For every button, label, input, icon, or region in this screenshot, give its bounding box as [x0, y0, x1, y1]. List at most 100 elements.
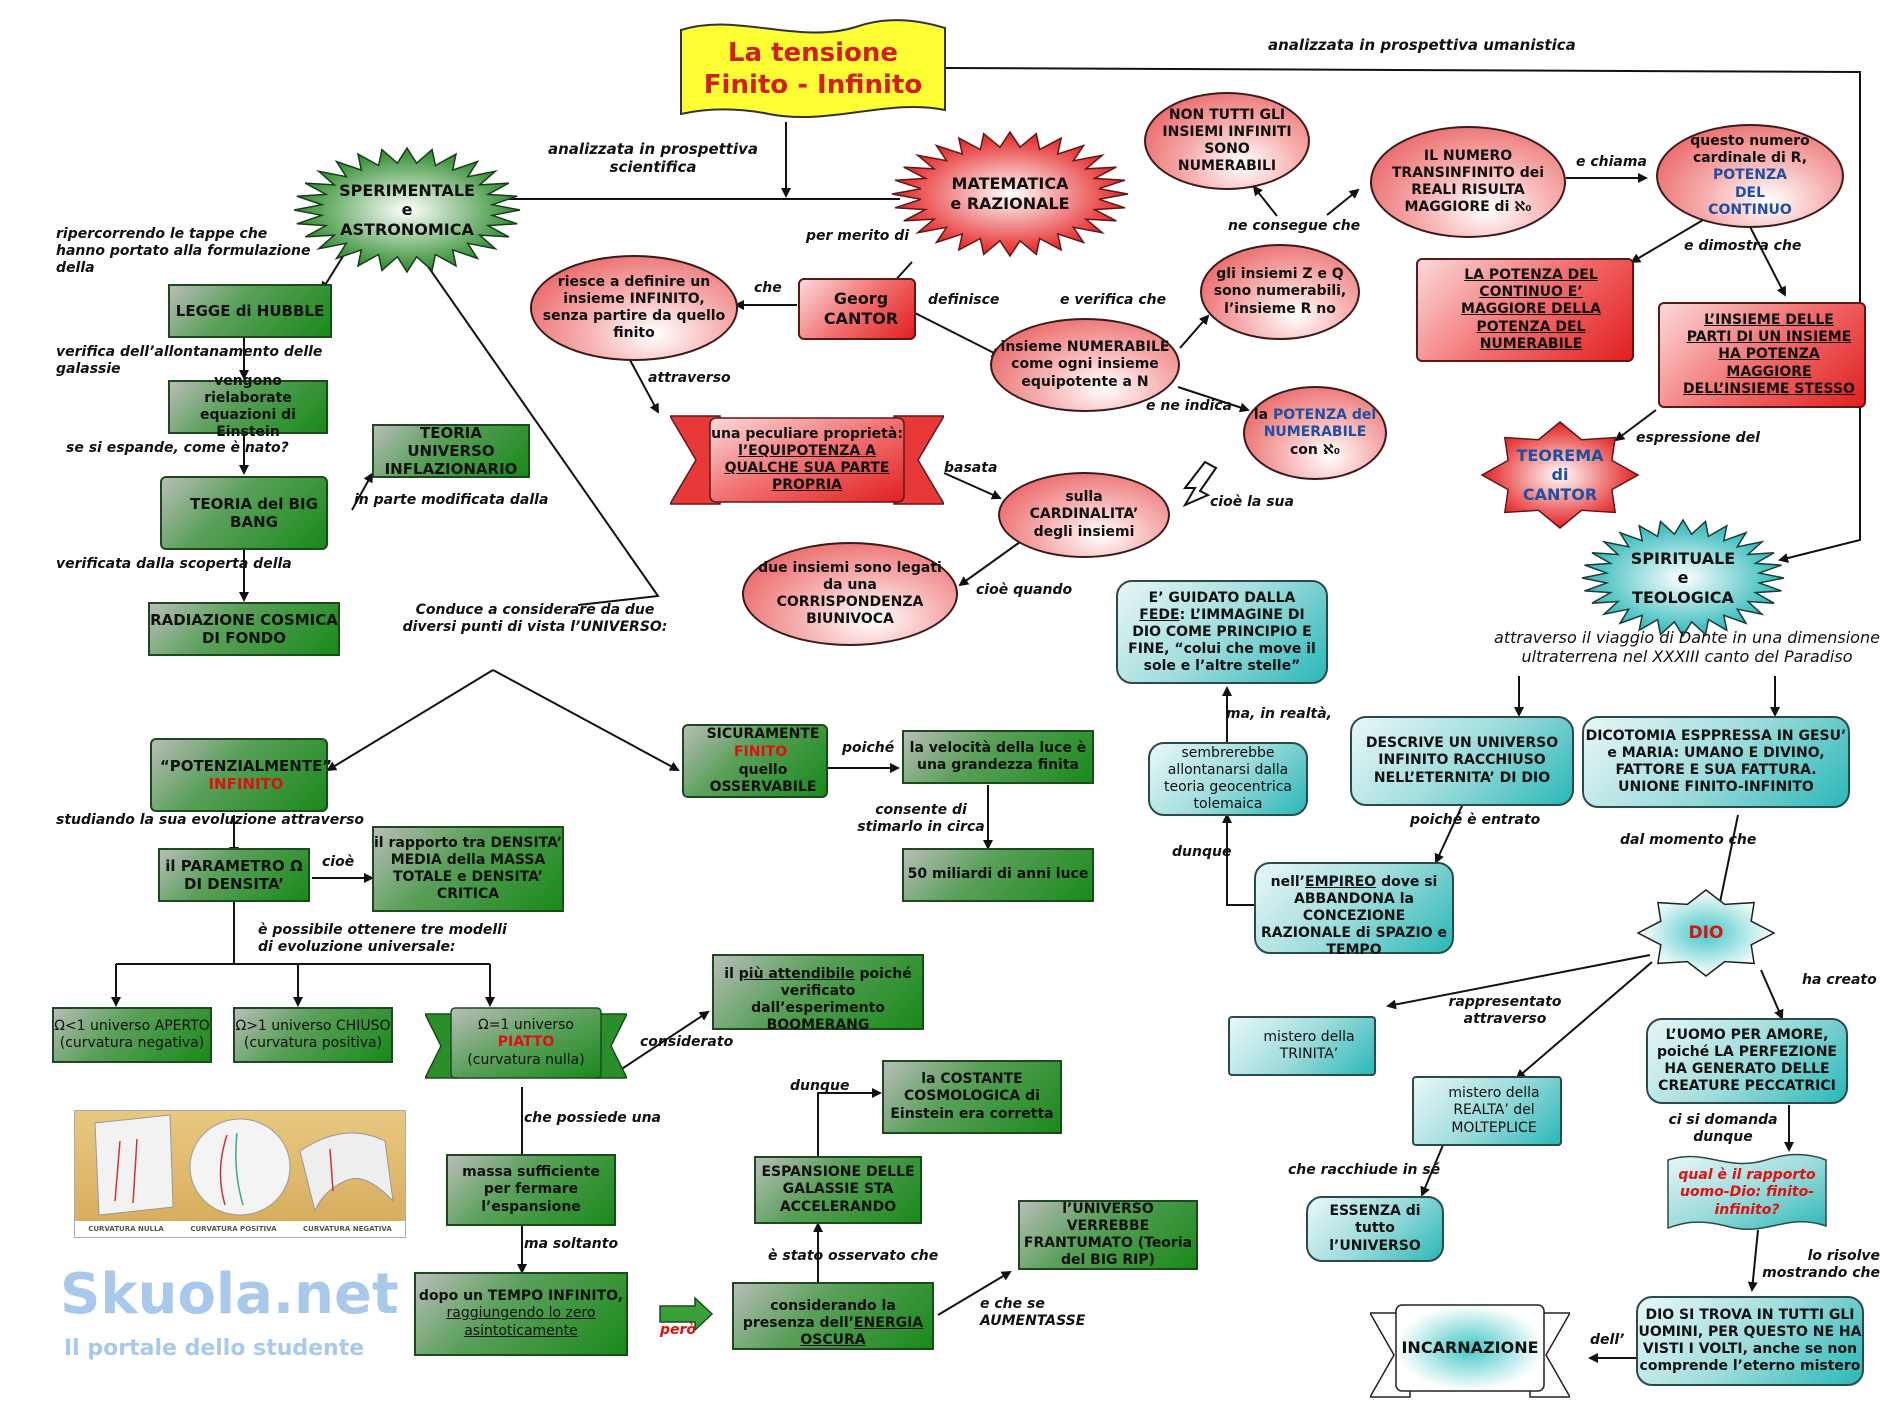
potenza-num-prefix: la POTENZA del NUMERABILE — [1245, 407, 1385, 441]
title-line-2: Finito - Infinito — [703, 70, 923, 100]
potenza-num-blue: POTENZA del NUMERABILE — [1263, 407, 1377, 441]
fede-underlined: FEDE — [1139, 607, 1180, 624]
star-matematica: MATEMATICA e RAZIONALE — [890, 130, 1130, 258]
label-e-verifica: e verifica che — [1060, 292, 1167, 308]
node-attendibile: il più attendibile poiché verificato dal… — [712, 954, 924, 1033]
node-energia-oscura: considerando la presenza dell’ENERGIA OS… — [732, 1282, 934, 1350]
label-attraverso: attraverso — [648, 370, 731, 386]
label-che-cantor: che — [754, 280, 782, 296]
caption-positiva: CURVATURA POSITIVA — [190, 1225, 277, 1233]
energia-underlined-1: ENERGIA — [853, 1315, 924, 1332]
peculiare-line: una peculiare proprietà: — [711, 425, 903, 442]
caption-nulla: CURVATURA NULLA — [88, 1225, 164, 1233]
label-che-racchiude: che racchiude in sé — [1288, 1162, 1441, 1178]
node-aperto: Ω<1 universo APERTO (curvatura negativa) — [52, 1007, 212, 1063]
star-shape — [1581, 518, 1785, 638]
piatto-line-3: (curvatura nulla) — [467, 1051, 585, 1068]
label-se-si-espande: se si espande, come è nato? — [66, 440, 289, 456]
label-ci-si-domanda: ci si domanda dunque — [1668, 1112, 1778, 1145]
label-in-parte-modificata: in parte modificata dalla — [354, 492, 549, 508]
node-inflazionario: TEORIA UNIVERSO INFLAZIONARIO — [372, 424, 530, 478]
label-conduce: Conduce a considerare da due diversi pun… — [402, 602, 668, 635]
node-dicotomia: DICOTOMIA ESPPRESSA IN GESU’ e MARIA: UM… — [1582, 716, 1850, 808]
node-tempo-infinito: dopo un TEMPO INFINITO, raggiungendo lo … — [414, 1272, 628, 1356]
label-e-dimostra: e dimostra che — [1684, 238, 1802, 254]
star-shape — [293, 146, 521, 274]
red-ribbon-icon — [670, 415, 944, 505]
teal-ribbon-icon — [1370, 1304, 1570, 1398]
label-tre-modelli: è possibile ottenere tre modelli di evol… — [258, 922, 507, 955]
node-rapporto: il rapporto tra DENSITA’ MEDIA della MAS… — [372, 826, 564, 912]
green-starburst-icon — [293, 146, 521, 274]
node-dio: DIO — [1688, 922, 1724, 943]
sicuramente-rest: quello OSSERVABILE — [709, 761, 817, 795]
teal-starburst-icon — [1581, 518, 1785, 638]
node-uomo: L’UOMO PER AMORE, poiché LA PERFEZIONE H… — [1646, 1018, 1848, 1104]
label-poiche-entrato: poiché è entrato — [1410, 812, 1541, 828]
node-domanda-wave: qual è il rapporto uomo-Dio: finito-infi… — [1666, 1152, 1828, 1234]
label-ma-in-realta: ma, in realtà, — [1226, 706, 1332, 722]
attendibile-underlined: più attendibile — [738, 966, 855, 982]
label-ne-consegue: ne consegue che — [1228, 218, 1361, 234]
potenza-num-suffix: con ℵ₀ — [1289, 441, 1340, 458]
label-e-ne-indica: e ne indica — [1146, 398, 1233, 414]
fede-rest: : L’IMMAGINE DI DIO COME PRINCIPIO E FIN… — [1128, 607, 1316, 675]
label-espressione: espressione del — [1636, 430, 1760, 446]
node-massa: massa sufficiente per fermare l’espansio… — [446, 1154, 616, 1226]
potenzialmente-infinito: INFINITO — [208, 775, 284, 793]
node-insieme-parti: L’INSIEME DELLE PARTI DI UN INSIEME HA P… — [1658, 302, 1866, 408]
star-spirituale: SPIRITUALE e TEOLOGICA — [1580, 518, 1786, 638]
star-shape — [891, 130, 1129, 258]
label-verificata: verificata dalla scoperta della — [56, 556, 292, 572]
node-sicuramente: SICURAMENTE FINITO quello OSSERVABILE — [682, 724, 828, 798]
node-essenza: ESSENZA di tutto l’UNIVERSO — [1306, 1196, 1444, 1262]
node-continuo-maggiore: LA POTENZA DEL CONTINUO E’ MAGGIORE DELL… — [1416, 258, 1634, 362]
white-eight-point-star-icon — [1636, 889, 1776, 977]
node-transinfinito: IL NUMERO TRANSINFINITO dei REALI RISULT… — [1370, 126, 1566, 238]
energia-underlined-2: OSCURA — [800, 1332, 866, 1349]
potenzialmente-label: “POTENZIALMENTE” — [159, 756, 333, 775]
node-parametro: il PARAMETRO Ω DI DENSITA’ — [158, 848, 310, 902]
label-cioe: cioè — [322, 854, 355, 870]
node-sembrerebbe: sembrerebbe allontanarsi dalla teoria ge… — [1148, 742, 1308, 816]
piatto-red: PIATTO — [497, 1034, 555, 1051]
label-dell: dell’ — [1590, 1332, 1625, 1348]
node-incarnazione-ribbon: INCARNAZIONE — [1370, 1303, 1570, 1399]
label-basata: basata — [944, 460, 998, 476]
node-cantor: Georg CANTOR — [798, 278, 916, 340]
label-dunque-costante: dunque — [790, 1078, 850, 1094]
label-cioe-quando: cioè quando — [976, 582, 1073, 598]
node-costante: la COSTANTE COSMOLOGICA di Einstein era … — [882, 1060, 1062, 1134]
label-e-che-se: e che se AUMENTASSE — [980, 1296, 1086, 1329]
fede-prefix: E’ GUIDATO DALLA — [1148, 590, 1296, 606]
node-numerabile: insieme NUMERABILE come ogni insieme equ… — [990, 318, 1180, 412]
tempo-underlined: raggiungendo lo zero asintoticamente — [446, 1305, 596, 1339]
label-umanistica: analizzata in prospettiva umanistica — [1268, 36, 1576, 54]
node-piatto: Ω=1 universo PIATTO (curvatura nulla) — [451, 1008, 601, 1078]
label-definisce: definisce — [928, 292, 1000, 308]
node-zq: gli insiemi Z e Q sono numerabili, l’ins… — [1200, 244, 1360, 340]
curvature-captions: CURVATURA NULLA CURVATURA POSITIVA CURVA… — [75, 1221, 405, 1237]
empireo-rest: dove si ABBANDONA la CONCEZIONE RAZIONAL… — [1260, 874, 1447, 959]
node-teorema: TEOREMA di CANTOR — [1516, 445, 1604, 504]
node-velocita: la velocità della luce è una grandezza f… — [902, 730, 1094, 784]
node-trinita: mistero della TRINITA’ — [1228, 1016, 1376, 1076]
node-hubble: LEGGE di HUBBLE — [168, 284, 332, 338]
label-consente: consente di stimarlo in circa — [857, 802, 985, 835]
watermark-brand: Skuola.net — [60, 1262, 399, 1327]
label-e-stato-osservato: è stato osservato che — [768, 1248, 939, 1264]
label-verifica-allontanamento: verifica dell’allontanamento delle galas… — [56, 344, 323, 377]
label-che-possiede: che possiede una — [524, 1110, 662, 1126]
star-shape — [1480, 421, 1640, 529]
label-ma-soltanto: ma soltanto — [524, 1236, 619, 1252]
node-biunivoca: due insiemi sono legati da una CORRISPON… — [742, 542, 958, 646]
red-starburst-icon — [891, 130, 1129, 258]
label-studiando: studiando la sua evoluzione attraverso — [56, 812, 365, 828]
label-ripercorrendo: ripercorrendo le tappe che hanno portato… — [56, 226, 311, 276]
node-potenza-numerabile: la POTENZA del NUMERABILE con ℵ₀ — [1243, 386, 1387, 480]
node-big-rip: l’UNIVERSO VERREBBE FRANTUMATO (Teoria d… — [1018, 1200, 1198, 1270]
star-shape — [1636, 889, 1776, 977]
energia-prefix: considerando la presenza dell’ — [742, 1298, 896, 1332]
title-line-1: La tensione — [727, 38, 899, 69]
label-lo-risolve: lo risolve mostrando che — [1762, 1248, 1880, 1281]
